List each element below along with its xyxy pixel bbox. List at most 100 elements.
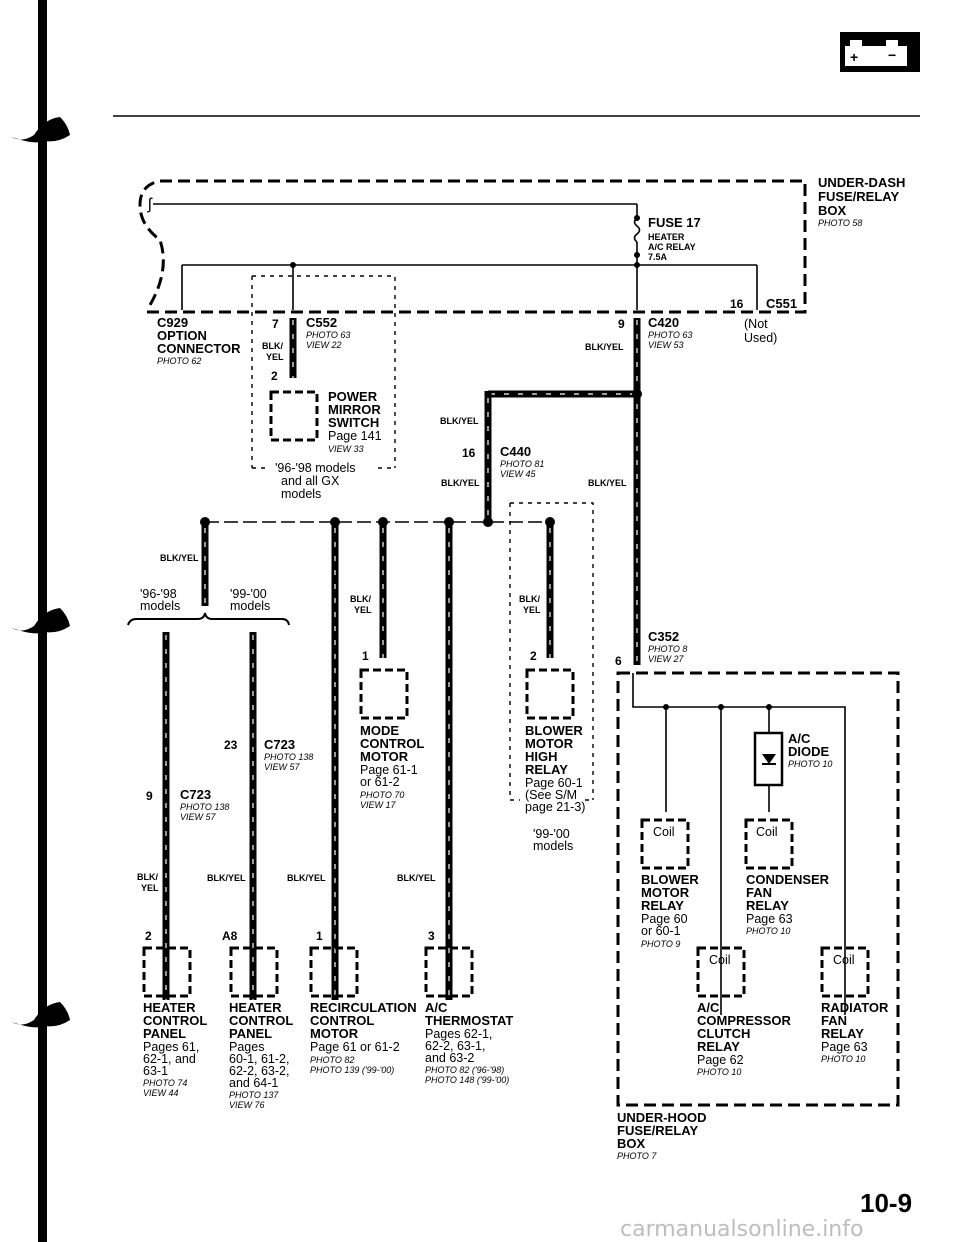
component-power-mirror-switch: POWER MIRROR SWITCH Page 141 VIEW 33: [269, 389, 382, 454]
diagram-label: C440: [500, 444, 531, 459]
diagram-label: PHOTO 8: [648, 644, 687, 654]
diagram-label: '99-'00: [533, 827, 570, 841]
diagram-label: FUSE/RELAY: [818, 189, 899, 204]
diagram-label: page 21-3): [525, 800, 585, 814]
diagram-label: A/C: [697, 1000, 720, 1015]
connector-c440: BLK/YEL 16 C440 PHOTO 81 VIEW 45 BLK/YEL: [440, 389, 642, 522]
diagram-label: C352: [648, 629, 679, 644]
diagram-label: PHOTO 10: [697, 1067, 741, 1077]
diagram-label: PHOTO 70: [360, 790, 404, 800]
diagram-label: C929: [157, 315, 188, 330]
diagram-label: ʃ: [147, 196, 153, 213]
diagram-label: VIEW 27: [648, 654, 685, 664]
diagram-label: VIEW 22: [306, 340, 342, 350]
diagram-label: PHOTO 63: [306, 330, 350, 340]
connector-c420: 9 C420 PHOTO 63 VIEW 53 BLK/YEL BLK/YEL: [585, 315, 692, 665]
connector-c723-a: 23 C723 PHOTO 138 VIEW 57: [224, 737, 313, 772]
diagram-label: BLK/YEL: [588, 478, 627, 488]
diagram-label: 3: [428, 929, 435, 943]
component-recirculation-control-motor: 1 RECIRCULATION CONTROL MOTOR Page 61 or…: [309, 929, 417, 1075]
diagram-label: models: [281, 487, 321, 501]
diagram-label: Page 60-1: [525, 776, 583, 790]
diagram-label: MIRROR: [328, 402, 381, 417]
diagram-label: YEL: [354, 605, 372, 615]
diagram-label: UNDER-HOOD: [617, 1110, 707, 1125]
diagram-label: Page 62: [697, 1053, 744, 1067]
diagram-label: PHOTO 74: [143, 1078, 187, 1088]
diagram-label: 2: [530, 649, 537, 663]
diagram-label: BOX: [818, 203, 847, 218]
diagram-label: 63-1: [143, 1064, 168, 1078]
diagram-label: '96-'98: [140, 587, 177, 601]
page-number: 10-9: [860, 1188, 912, 1218]
diagram-label: A/C: [788, 731, 811, 746]
diagram-label: 16: [462, 446, 476, 460]
diagram-label: FUSE/RELAY: [818, 189, 899, 204]
diagram-label: BLK/YEL: [441, 478, 480, 488]
connector-c552: 7 C552 PHOTO 63 VIEW 22 BLK/ YEL 2: [262, 315, 350, 383]
diagram-label: DIODE: [788, 744, 830, 759]
diagram-label: HEATER: [648, 232, 685, 242]
diagram-label: FAN: [746, 885, 772, 900]
diagram-label: RECIRCULATION: [310, 1000, 417, 1015]
diagram-label: Pages 62-1,: [425, 1027, 492, 1041]
diagram-label: −: [888, 47, 896, 63]
diagram-label: '96-'98 models: [275, 461, 356, 475]
diagram-label: OPTION: [157, 328, 207, 343]
diagram-label: BLK/: [519, 594, 540, 604]
diagram-label: VIEW 17: [360, 800, 397, 810]
diagram-label: HEATER: [143, 1000, 196, 1015]
diagram-label: Page 61-1: [360, 763, 418, 777]
diagram-label: RELAY: [525, 762, 568, 777]
component-heater-control-panel-a: 2 HEATER CONTROL PANEL Pages 61, 62-1, a…: [142, 929, 207, 1098]
diagram-label: MOTOR: [310, 1026, 359, 1041]
diagram-label: 7.5A: [648, 252, 668, 262]
diagram-label: RELAY: [821, 1026, 864, 1041]
diagram-label: and all GX: [281, 474, 340, 488]
diagram-label: HIGH: [525, 749, 558, 764]
diagram-label: Page 63: [821, 1040, 868, 1054]
diagram-label: 1: [316, 929, 323, 943]
diagram-label: BLK/YEL: [287, 873, 326, 883]
diagram-label: 16: [730, 297, 744, 311]
diagram-label: C723: [264, 737, 295, 752]
diagram-label: CLUTCH: [697, 1026, 750, 1041]
binder-spine: [12, 0, 70, 1242]
split-wire-left: BLK/YEL '96-'98 models '99-'00 models: [127, 525, 290, 1000]
diagram-label: VIEW 57: [264, 762, 301, 772]
diagram-label: Used): [744, 331, 777, 345]
component-blower-motor-high-relay: BLK/ YEL 2 BLOWER MOTOR HIGH RELAY Page …: [519, 594, 585, 853]
ac-diode-icon: [753, 731, 784, 787]
diagram-label: BOX: [818, 203, 847, 218]
diagram-label: COMPRESSOR: [697, 1013, 792, 1028]
diagram-label: PHOTO 138: [264, 752, 313, 762]
diagram-label: BLOWER: [525, 723, 583, 738]
diagram-label: or 61-2: [360, 775, 400, 789]
underhood-fuse-relay-box: A/C DIODE PHOTO 10 Coil Coil BLOWER MOTO…: [616, 671, 900, 1161]
diagram-label: PHOTO 10: [788, 759, 832, 769]
connector-c723-b: 9 C723 PHOTO 138 VIEW 57: [146, 787, 229, 822]
battery-icon: + −: [840, 32, 920, 72]
diagram-label: THERMOSTAT: [425, 1013, 513, 1028]
diagram-label: VIEW 53: [648, 340, 684, 350]
diagram-label: PANEL: [143, 1026, 186, 1041]
diagram-label: PHOTO 9: [641, 939, 680, 949]
diagram-label: CONTROL: [310, 1013, 374, 1028]
diagram-label: Coil: [653, 825, 675, 839]
diagram-label: 6: [615, 654, 622, 668]
underdash-fuse-relay-box: UNDER-DASH FUSE/RELAY BOX PHOTO 58 ʃ FUS…: [138, 175, 905, 345]
diagram-label: PHOTO 137: [229, 1090, 279, 1100]
diagram-label: Pages: [229, 1040, 264, 1054]
component-mode-control-motor: BLK/ YEL 1 MODE CONTROL MOTOR Page 61-1 …: [350, 594, 424, 810]
diagram-label: VIEW 44: [143, 1088, 179, 1098]
diagram-label: and 63-2: [425, 1051, 474, 1065]
diagram-label: CONTROL: [229, 1013, 293, 1028]
diagram-label: C420: [648, 315, 679, 330]
diagram-label: or 60-1: [641, 924, 681, 938]
diagram-label: RELAY: [641, 898, 684, 913]
diagram-label: BOX: [617, 1136, 646, 1151]
diagram-label: HEATER: [229, 1000, 282, 1015]
connector-c352: C352 PHOTO 8 VIEW 27 6: [615, 629, 687, 668]
diagram-label: BLK/YEL: [440, 416, 479, 426]
